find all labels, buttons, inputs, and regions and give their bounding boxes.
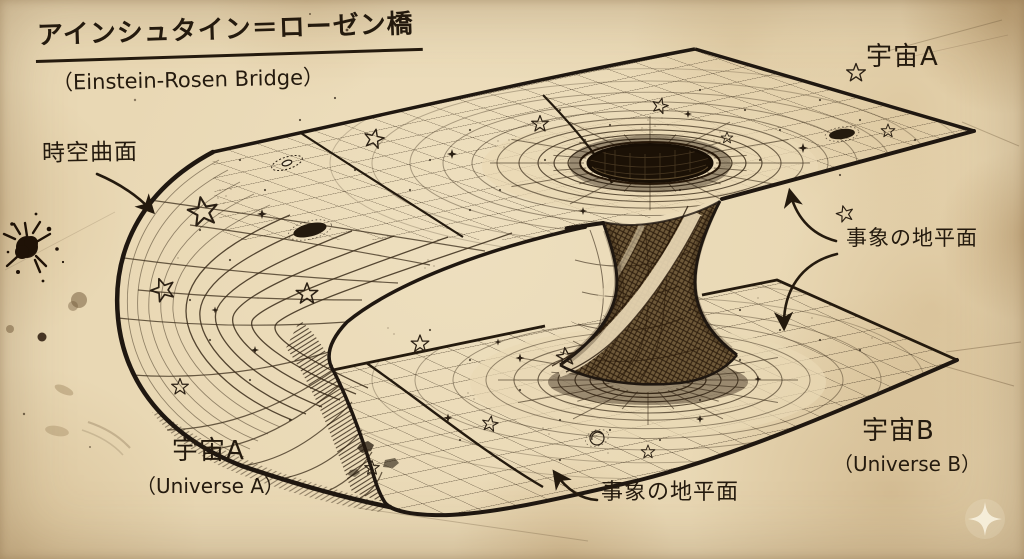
label-universe-a-bottom-english: （Universe A） (136, 474, 284, 498)
top-sheet-front-edge (564, 129, 976, 231)
label-universe-b-english: （Universe B） (833, 452, 982, 476)
arrow-event-horizon-lower (773, 252, 839, 332)
dot-specks (188, 88, 917, 462)
bottom-sheet-front-edge (384, 358, 959, 518)
bottom-sheet-back-edge (332, 278, 958, 372)
top-sheet-right-edge (694, 47, 975, 133)
arrow-spacetime-surface (95, 172, 155, 215)
label-universe-a-bottom-japanese: 宇宙A (172, 436, 245, 466)
ink-splatter (2, 13, 349, 448)
sparkle-icon (965, 499, 1005, 539)
arrow-event-horizon-upper (783, 187, 838, 243)
label-spacetime-surface: 時空曲面 (41, 139, 139, 167)
galaxy-decorations (271, 126, 860, 477)
arrow-event-horizon-bottom (552, 469, 599, 502)
wormhole-throat (551, 200, 739, 386)
label-event-horizon-right: 事象の地平面 (846, 226, 978, 250)
pencil-scratches (4, 19, 1022, 542)
label-event-horizon-bottom: 事象の地平面 (601, 480, 740, 505)
dust-specks (177, 117, 873, 454)
top-funnel-mouth (569, 135, 731, 193)
throat-ribbon (555, 208, 702, 378)
fold-band (114, 149, 513, 512)
top-sheet-far-edge (212, 47, 696, 154)
label-universe-a-top: 宇宙A (866, 42, 939, 72)
label-universe-b-japanese: 宇宙B (862, 416, 935, 446)
fold-outer-edge (114, 149, 393, 510)
annotation-arrows (95, 172, 839, 502)
